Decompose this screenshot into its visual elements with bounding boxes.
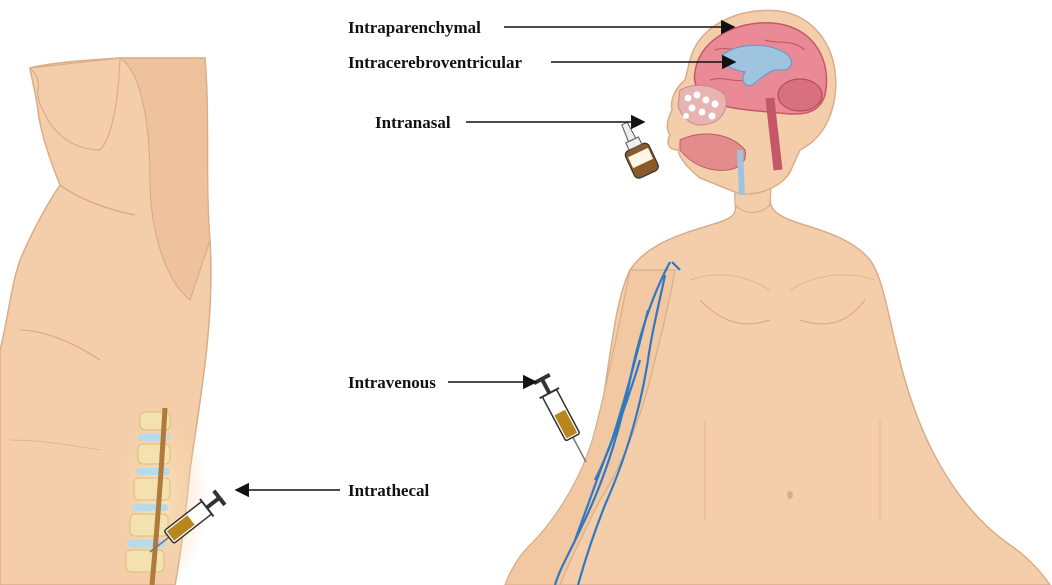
label-intravenous-group: Intravenous: [348, 373, 538, 392]
label-intraparenchymal-group: Intraparenchymal: [348, 18, 736, 37]
side-view-torso: [0, 57, 227, 585]
label-intranasal: Intranasal: [375, 113, 451, 132]
raised-arm: [117, 57, 211, 302]
frontal-body: [504, 9, 1051, 585]
label-intravenous: Intravenous: [348, 373, 436, 392]
intravenous-syringe-icon: [532, 373, 587, 463]
arm-veins: [553, 261, 681, 585]
label-intrathecal: Intrathecal: [348, 481, 429, 500]
spine: [125, 407, 171, 585]
nasal-spray-bottle-icon: [621, 121, 659, 179]
intrathecal-syringe-icon: [149, 489, 227, 553]
nasal-cavity: [677, 84, 727, 126]
label-intranasal-group: Intranasal: [375, 113, 646, 132]
ventricle: [721, 44, 792, 87]
head-chin: [28, 57, 121, 151]
left-arm: [504, 269, 676, 585]
label-intraparenchymal: Intraparenchymal: [348, 18, 481, 37]
label-intracerebroventricular-group: Intracerebroventricular: [348, 53, 737, 72]
label-intracerebroventricular: Intracerebroventricular: [348, 53, 522, 72]
label-intrathecal-group: Intrathecal: [234, 481, 429, 500]
